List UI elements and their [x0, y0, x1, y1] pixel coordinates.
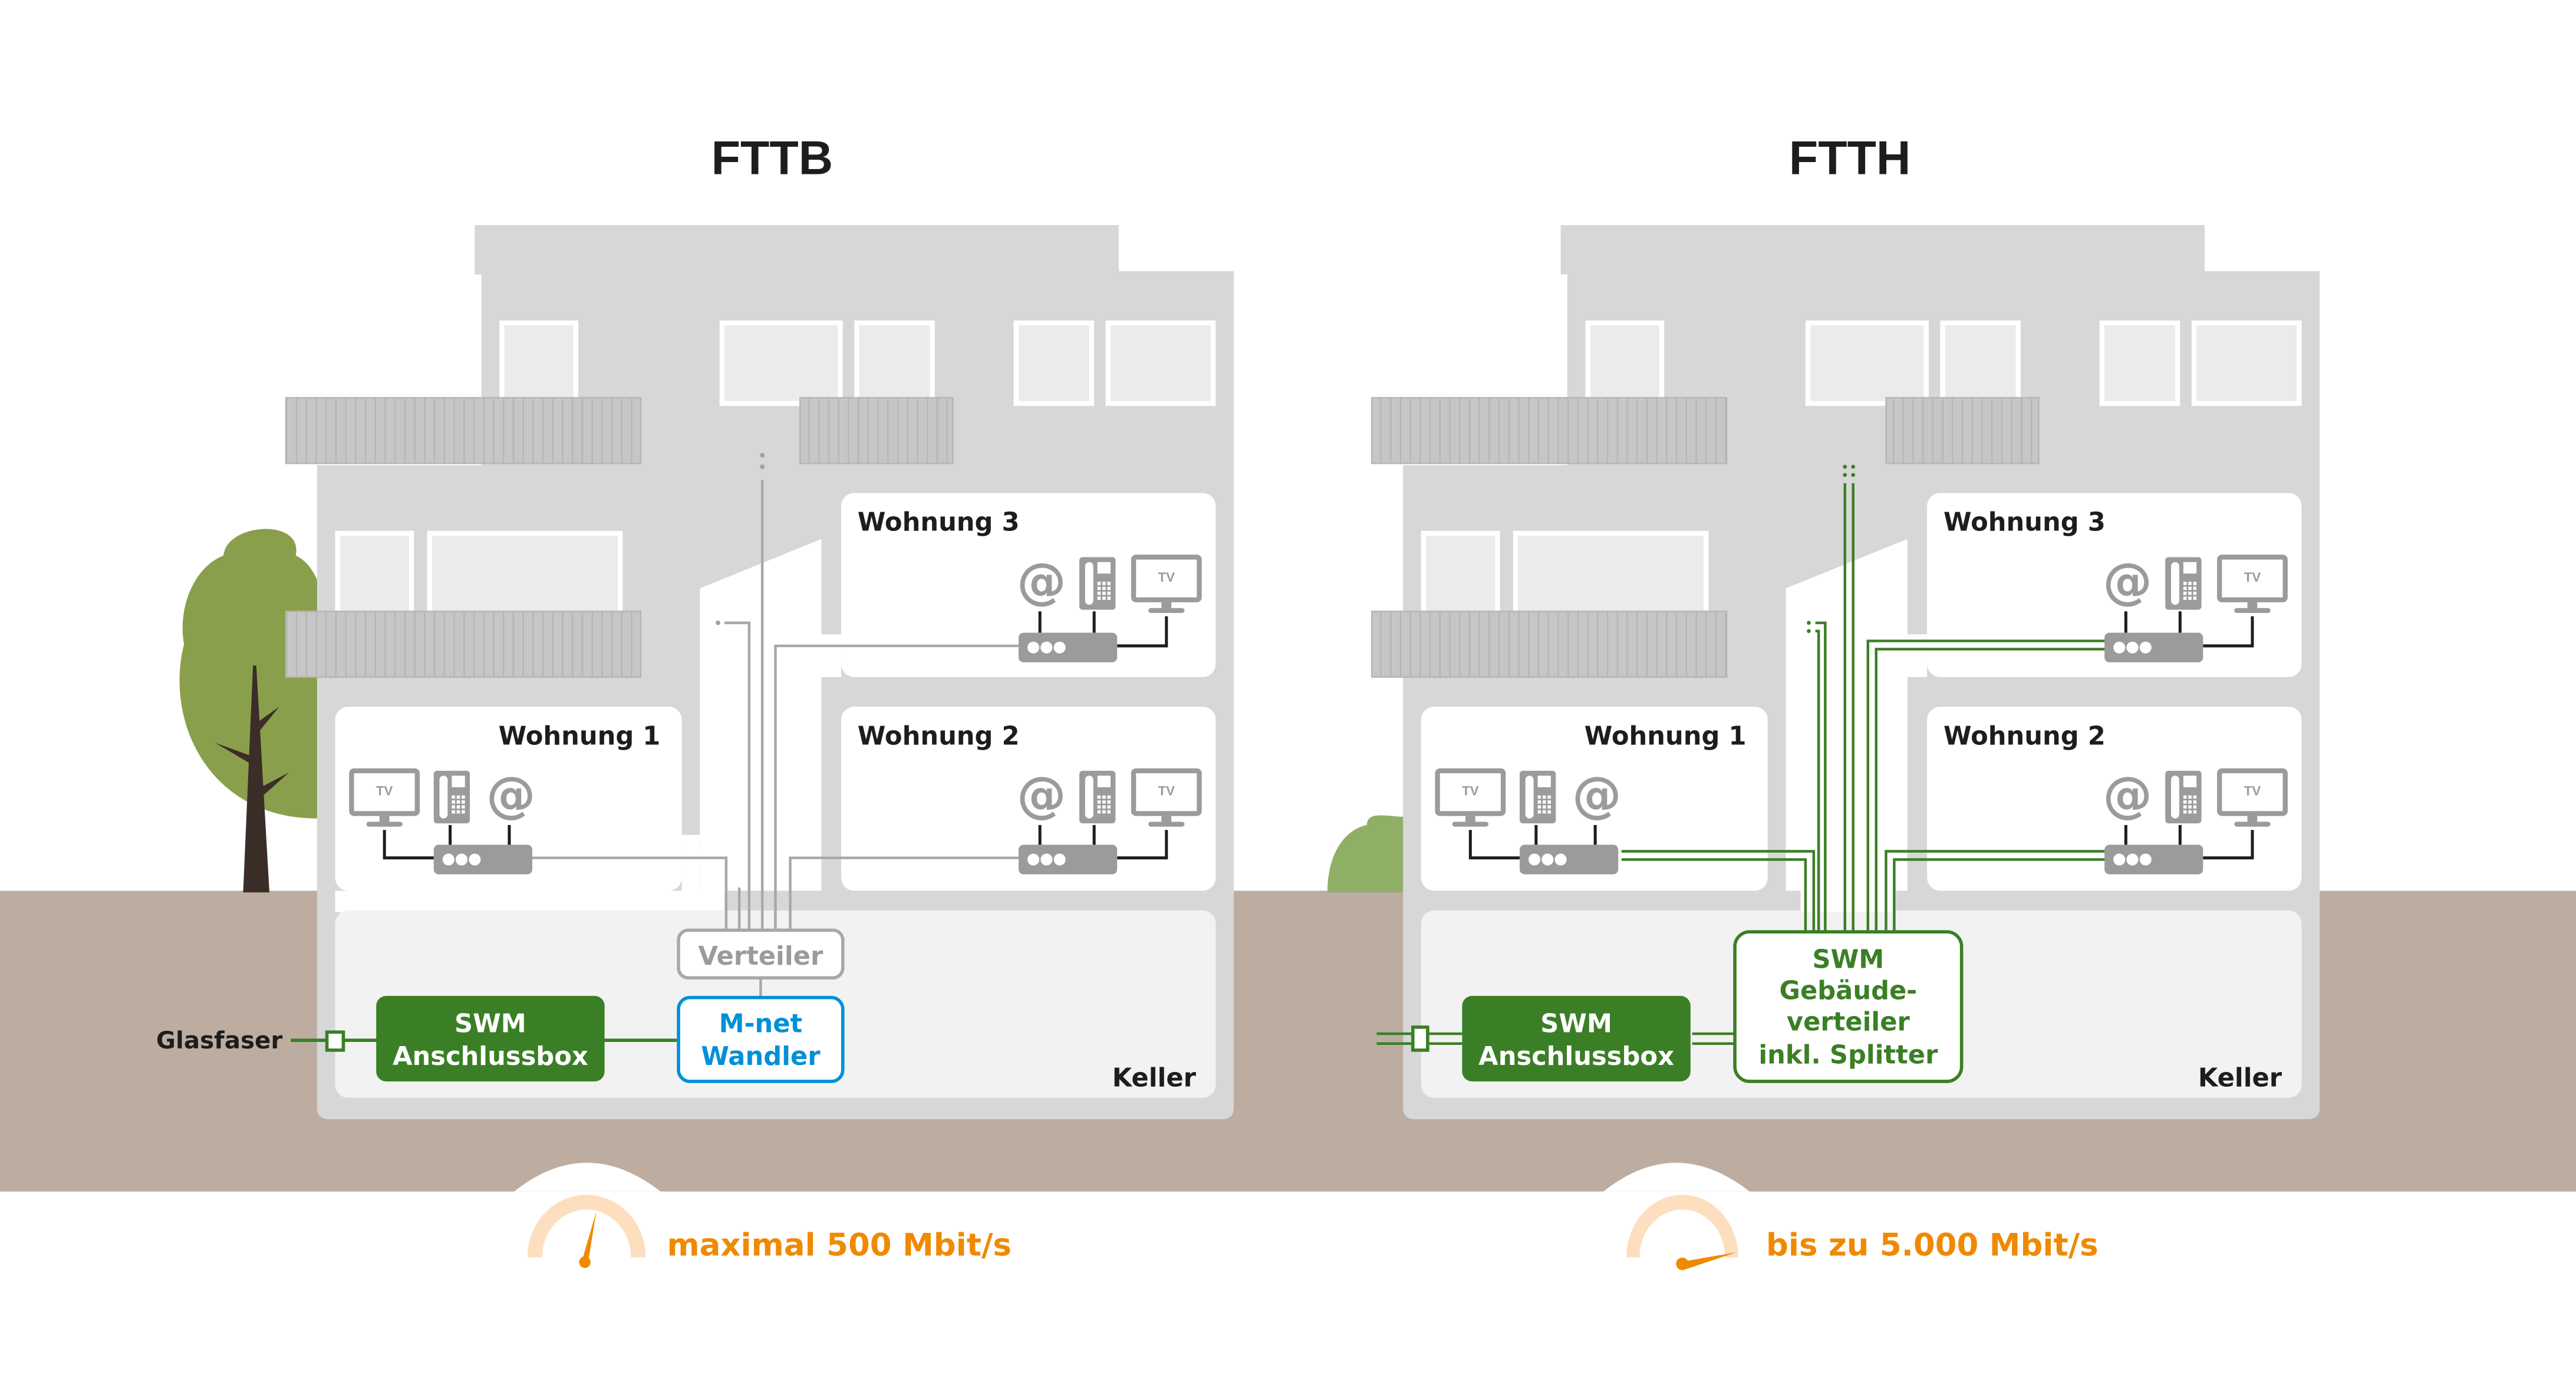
fttb-anschlussbox: SWM Anschlussbox	[376, 995, 605, 1081]
tv-icon: TV	[2219, 557, 2285, 613]
ftth-stairwell	[1786, 539, 1928, 891]
ftth-balcony	[1885, 397, 2040, 464]
fttb-section: FTTB Wohnung 3	[156, 132, 1234, 1268]
tv-icon: TV	[1134, 771, 1199, 827]
tree	[179, 529, 326, 893]
phone-icon	[1519, 770, 1556, 824]
fttb-roof	[475, 225, 1119, 275]
ftth-fiber-lines	[1376, 464, 2106, 1045]
ftth-anschlussbox: SWM Anschlussbox	[1462, 995, 1691, 1081]
svg-text:SWM: SWM	[1540, 1009, 1612, 1038]
fttb-w3-devices: @ TV	[1017, 552, 1199, 662]
fttb-speed-text: maximal 500 Mbit/s	[667, 1228, 1012, 1264]
tv-icon: TV	[1438, 771, 1503, 827]
ftth-room-wohnung-1	[1421, 707, 1768, 891]
fttb-verteiler: Verteiler	[677, 928, 845, 980]
svg-text:Wandler: Wandler	[701, 1042, 821, 1071]
router-icon	[2104, 845, 2203, 875]
svg-text:inkl. Splitter: inkl. Splitter	[1758, 1040, 1938, 1070]
fttb-balcony	[285, 611, 642, 678]
svg-text:Gebäude-: Gebäude-	[1780, 976, 1918, 1005]
ftth-speed-gauge	[1626, 1195, 1738, 1271]
ftth-w2-devices: @ TV	[2103, 766, 2285, 875]
tv-icon: TV	[351, 771, 417, 827]
ftth-basement-label: Keller	[2198, 1063, 2282, 1093]
fttb-copper-lines	[532, 453, 1019, 998]
svg-text:Verteiler: Verteiler	[698, 942, 823, 971]
ftth-balcony	[1371, 397, 1728, 464]
phone-icon	[2165, 557, 2202, 610]
ftth-room-label-1: Wohnung 1	[1585, 721, 1747, 751]
ftth-room-label-2: Wohnung 2	[1943, 721, 2106, 751]
fttb-room-wohnung-2	[841, 707, 1216, 891]
fttb-speed-gauge	[527, 1195, 646, 1268]
fttb-basement-label: Keller	[1112, 1063, 1197, 1093]
router-icon	[1519, 845, 1619, 875]
tv-icon: TV	[2219, 771, 2285, 827]
fiber-connector-icon	[1411, 1025, 1429, 1052]
tv-icon: TV	[1134, 557, 1199, 613]
svg-text:Anschlussbox: Anschlussbox	[393, 1042, 588, 1071]
ftth-room-label-3: Wohnung 3	[1943, 508, 2106, 537]
svg-text:TV: TV	[1158, 570, 1175, 585]
ftth-room-wohnung-3	[1927, 493, 2302, 677]
gauge-arc	[527, 1195, 646, 1258]
tree-trunk	[243, 665, 270, 893]
phone-icon	[1079, 557, 1116, 610]
ftth-w3-devices: @ TV	[2103, 552, 2285, 662]
internet-at-icon: @	[2103, 766, 2152, 824]
internet-at-icon: @	[1017, 766, 1066, 824]
fttb-mnet-wandler: M-net Wandler	[677, 995, 845, 1083]
svg-text:M-net: M-net	[719, 1009, 803, 1038]
ftth-roof	[1560, 225, 2205, 275]
internet-at-icon: @	[486, 766, 536, 824]
router-icon	[433, 845, 532, 875]
ftth-speed-text: bis zu 5.000 Mbit/s	[1766, 1228, 2099, 1264]
fttb-w2-devices: @ TV	[1017, 766, 1199, 875]
internet-at-icon: @	[2103, 552, 2152, 610]
ftth-balcony	[1371, 611, 1728, 678]
fttb-room-label-2: Wohnung 2	[858, 721, 1020, 751]
fttb-room-label-1: Wohnung 1	[499, 721, 661, 751]
phone-icon	[1079, 770, 1116, 824]
internet-at-icon: @	[1017, 552, 1066, 610]
internet-at-icon: @	[1572, 766, 1622, 824]
router-icon	[1018, 845, 1118, 875]
svg-text:TV: TV	[1462, 784, 1479, 799]
fttb-windows	[335, 320, 1216, 613]
svg-text:TV: TV	[376, 784, 393, 799]
router-icon	[1018, 632, 1118, 662]
svg-text:TV: TV	[2244, 570, 2261, 585]
phone-icon	[2165, 770, 2202, 824]
fttb-room-label-3: Wohnung 3	[858, 508, 1020, 537]
gauge-needle	[581, 1211, 597, 1262]
bush	[1327, 815, 1405, 893]
svg-text:verteiler: verteiler	[1787, 1007, 1910, 1037]
ftth-w1-devices: TV @	[1438, 766, 1622, 875]
fttb-stairwell	[700, 539, 841, 891]
svg-text:TV: TV	[2244, 784, 2261, 799]
fttb-room-wohnung-1	[335, 707, 682, 891]
gauge-needle	[1679, 1252, 1737, 1271]
router-icon	[2104, 632, 2203, 662]
fttb-balcony	[799, 397, 954, 464]
svg-text:Anschlussbox: Anschlussbox	[1478, 1042, 1674, 1071]
fttb-title: FTTB	[711, 132, 833, 185]
fttb-room-wohnung-3	[841, 493, 1216, 677]
ftth-room-wohnung-2	[1927, 707, 2302, 891]
ftth-windows	[1421, 320, 2302, 613]
phone-icon	[433, 770, 470, 824]
svg-text:SWM: SWM	[454, 1009, 526, 1038]
fiber-connector-icon	[325, 1030, 345, 1052]
ftth-section: FTTH Wohnung 3 Wohnung 2 Wohnung 1 Kelle…	[1327, 132, 2320, 1271]
svg-text:TV: TV	[1158, 784, 1175, 799]
svg-text:SWM: SWM	[1812, 945, 1884, 975]
gauge-arc	[1626, 1195, 1738, 1258]
ftth-gebaeudeverteiler: SWM Gebäude- verteiler inkl. Splitter	[1733, 930, 1964, 1083]
glasfaser-label: Glasfaser	[156, 1026, 283, 1054]
ftth-title: FTTH	[1789, 132, 1910, 185]
fttb-balcony	[285, 397, 642, 464]
fttb-w1-devices: TV @	[351, 766, 536, 875]
